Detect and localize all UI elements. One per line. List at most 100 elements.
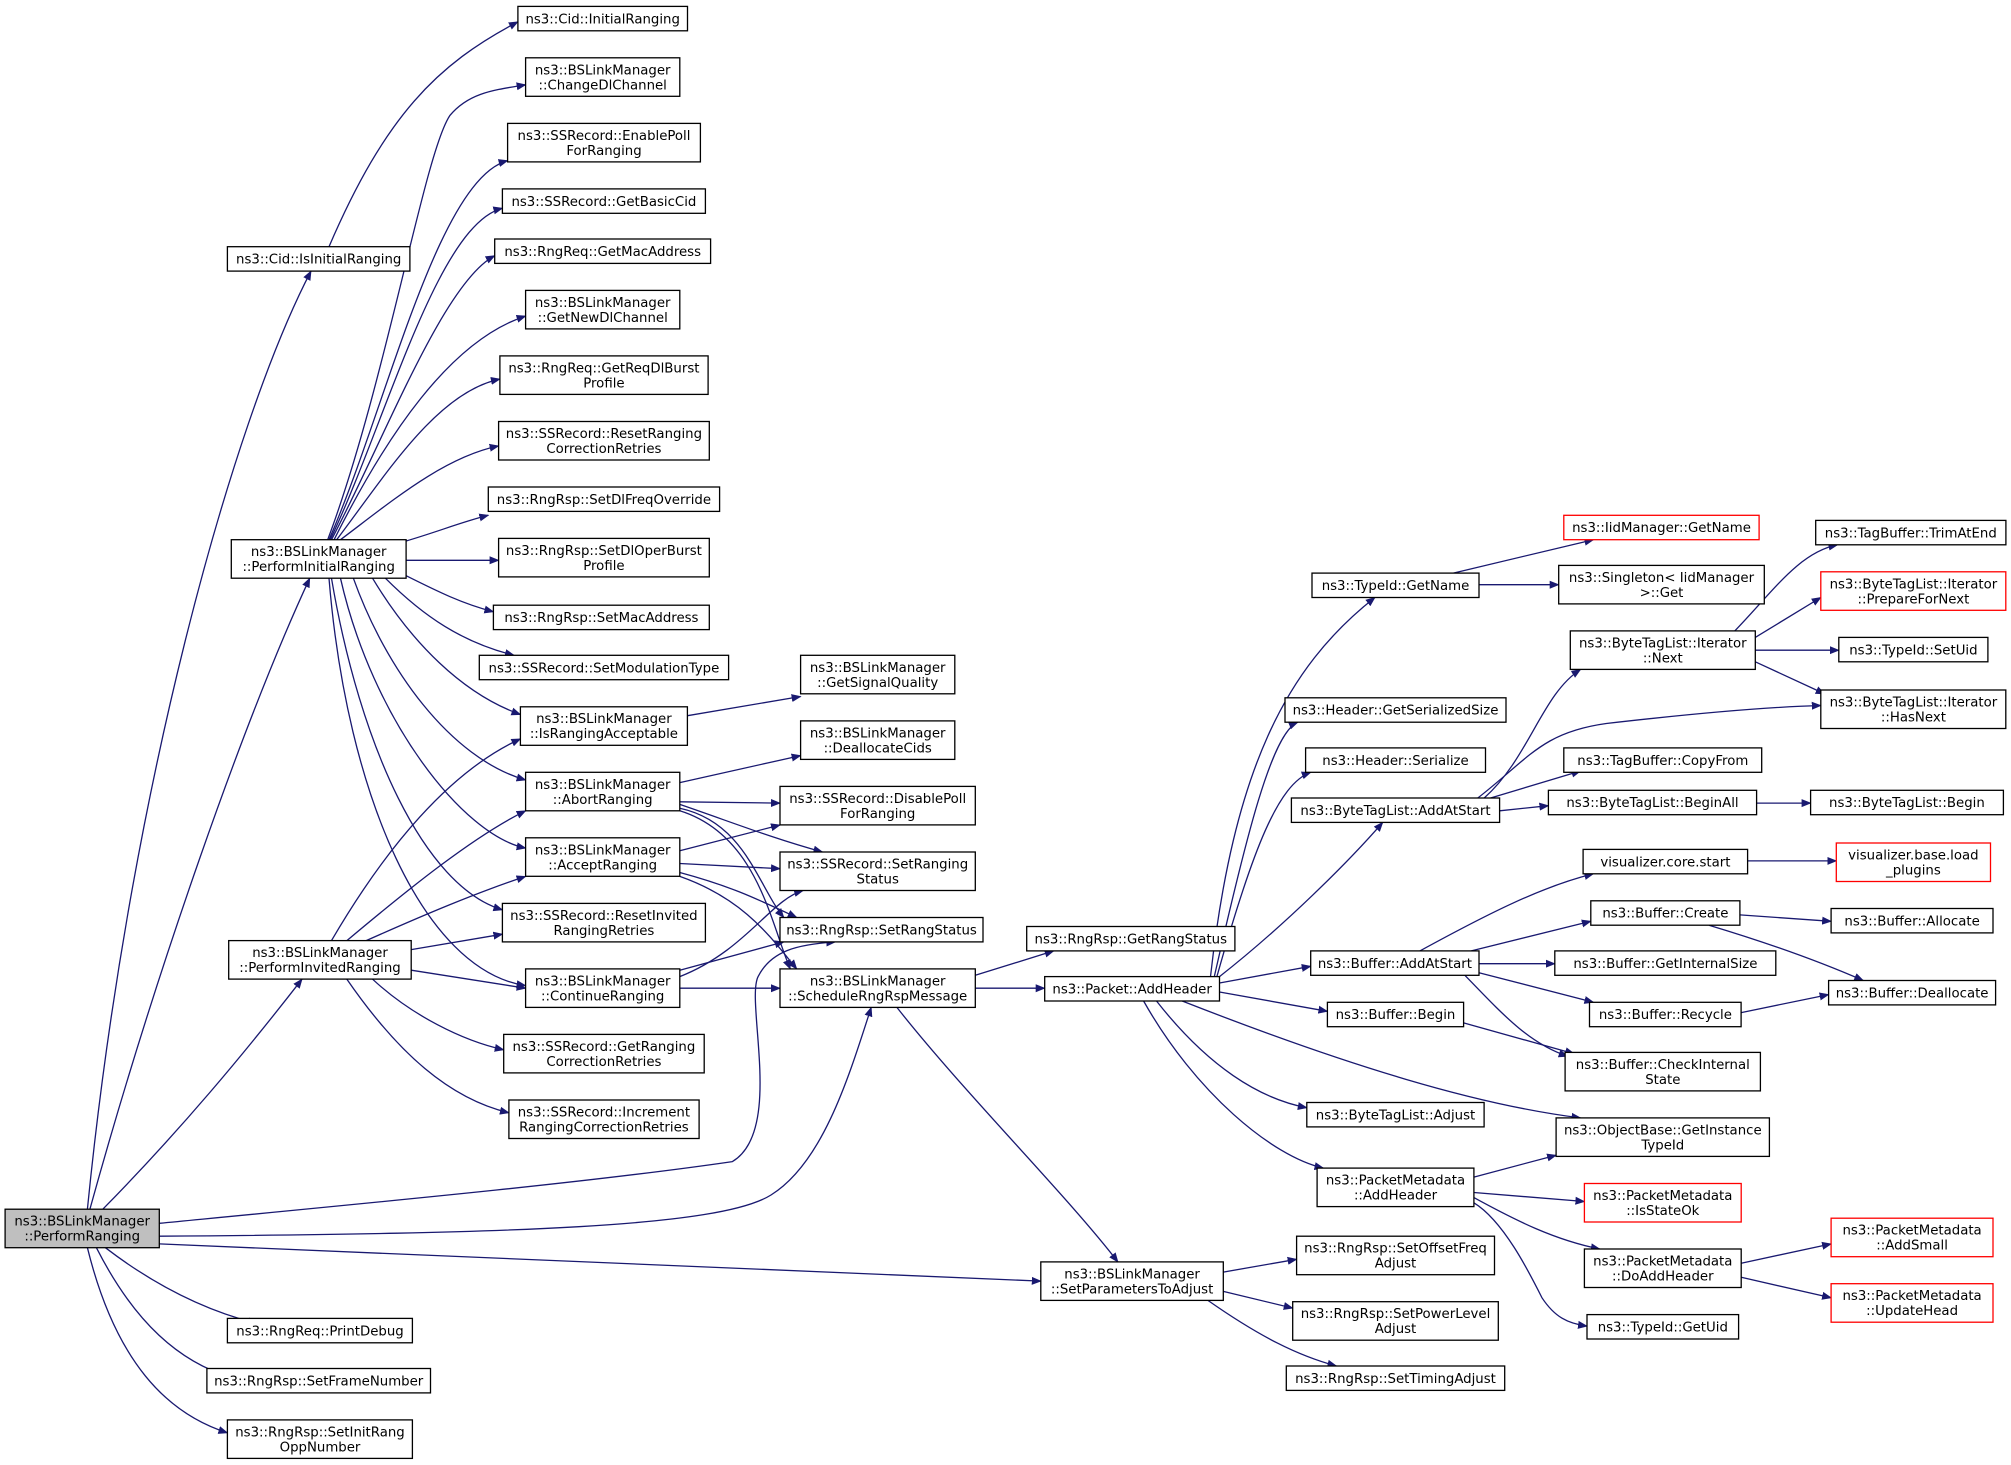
edge-line [679,803,824,854]
node-setMac[interactable]: ns3::RngRsp::SetMacAddress [492,604,710,631]
node-tbCopy[interactable]: ns3::TagBuffer::CopyFrom [1563,747,1763,773]
node-iidName[interactable]: ns3::IidManager::GetName [1563,514,1760,541]
node-box [487,486,721,513]
node-basicCid[interactable]: ns3::SSRecord::GetBasicCid [501,188,707,214]
node-btlAdd[interactable]: ns3::ByteTagList::AddAtStart [1290,797,1501,824]
node-abort[interactable]: ns3::BSLinkManager::AbortRanging [524,771,681,812]
node-btlBegin[interactable]: ns3::ByteTagList::Begin [1809,789,2005,816]
node-resetRC[interactable]: ns3::SSRecord::ResetRangingCorrectionRet… [497,420,710,461]
node-getMac[interactable]: ns3::RngReq::GetMacAddress [494,238,712,265]
node-rngStat[interactable]: ns3::RngRsp::SetRangStatus [779,916,984,943]
node-isInit[interactable]: ns3::Cid::IsInitialRanging [226,246,411,272]
node-label-line: ns3::Packet::AddHeader [1052,983,1212,998]
node-changeDl[interactable]: ns3::BSLinkManager::ChangeDlChannel [524,57,681,97]
node-addSmall[interactable]: ns3::PacketMetadata::AddSmall [1830,1217,1994,1258]
node-label-line: ::IsRangingAcceptable [530,727,678,742]
node-root[interactable]: ns3::BSLinkManager::PerformRanging [4,1208,160,1249]
node-trimEnd[interactable]: ns3::TagBuffer::TrimAtEnd [1815,519,2007,546]
node-isState[interactable]: ns3::PacketMetadata::IsStateOk [1583,1182,1742,1223]
node-label-line: ns3::RngRsp::SetFrameNumber [214,1374,424,1389]
node-bufDealloc[interactable]: ns3::Buffer::Deallocate [1827,979,1997,1006]
node-resetInv[interactable]: ns3::SSRecord::ResetInvitedRangingRetrie… [501,902,707,943]
edge-line [1209,596,1376,977]
node-box [1285,1365,1506,1392]
node-box [1815,519,2007,546]
node-dlFreq[interactable]: ns3::RngRsp::SetDlFreqOverride [487,486,721,513]
node-cidInit[interactable]: ns3::Cid::InitialRanging [517,5,689,32]
node-label-line: ns3::SSRecord::ResetRanging [506,427,702,442]
node-label-line: ns3::ObjectBase::GetInstance [1564,1123,1762,1138]
edge-line [340,443,500,541]
node-typeName[interactable]: ns3::TypeId::GetName [1311,572,1480,599]
node-sigQ[interactable]: ns3::BSLinkManager::GetSignalQuality [799,654,956,695]
node-label-line: ns3::TypeId::GetUid [1598,1321,1728,1336]
node-getUid[interactable]: ns3::TypeId::GetUid [1586,1313,1740,1340]
node-bufInt[interactable]: ns3::Buffer::GetInternalSize [1554,950,1777,976]
node-sched[interactable]: ns3::BSLinkManager::ScheduleRngRspMessag… [779,968,976,1009]
node-iterNext[interactable]: ns3::ByteTagList::Iterator::Next [1569,630,1756,671]
edge-setParams-to-timAdj [1207,1299,1338,1368]
node-setUid[interactable]: ns3::TypeId::SetUid [1838,636,1989,663]
edge-pir-to-resetRC [340,443,500,541]
node-updHead[interactable]: ns3::PacketMetadata::UpdateHead [1830,1283,1994,1323]
node-bufCreate[interactable]: ns3::Buffer::Create [1590,900,1741,926]
node-beginAll[interactable]: ns3::ByteTagList::BeginAll [1547,789,1758,816]
edge-line [679,807,785,919]
node-frameNo[interactable]: ns3::RngRsp::SetFrameNumber [206,1367,432,1394]
node-box [1547,789,1758,816]
node-hdrSize[interactable]: ns3::Header::GetSerializedSize [1284,697,1507,723]
node-newDl[interactable]: ns3::BSLinkManager::GetNewDlChannel [524,289,681,330]
node-dealloc[interactable]: ns3::BSLinkManager::DeallocateCids [799,720,956,761]
node-accept[interactable]: ns3::BSLinkManager::AcceptRanging [524,837,681,877]
node-label-line: ns3::RngRsp::SetRangStatus [786,923,977,938]
node-single[interactable]: ns3::Singleton< IidManager>::Get [1558,564,1765,605]
node-doAdd[interactable]: ns3::PacketMetadata::DoAddHeader [1583,1248,1742,1289]
node-bufBegin[interactable]: ns3::Buffer::Begin [1326,1001,1465,1028]
node-incRC[interactable]: ns3::SSRecord::IncrementRangingCorrectio… [508,1099,700,1140]
node-vizStart[interactable]: visualizer.core.start [1582,848,1749,875]
node-btlAdj[interactable]: ns3::ByteTagList::Adjust [1306,1101,1485,1128]
node-box [501,188,707,214]
node-prepNext[interactable]: ns3::ByteTagList::Iterator::PrepareForNe… [1820,571,2007,611]
node-pinv[interactable]: ns3::BSLinkManager::PerformInvitedRangin… [228,939,412,980]
edge-abort-to-dealloc [679,753,802,784]
node-label-line: >::Get [1640,586,1684,601]
node-pmAdd[interactable]: ns3::PacketMetadata::AddHeader [1316,1167,1475,1208]
node-label-line: ns3::ByteTagList::BeginAll [1566,796,1738,811]
node-bufAdd[interactable]: ns3::Buffer::AddAtStart [1310,950,1480,976]
edge-line [1155,1000,1308,1110]
node-vizLoad[interactable]: visualizer.base.load_plugins [1835,842,1992,883]
node-box [779,851,976,892]
node-timAdj[interactable]: ns3::RngRsp::SetTimingAdjust [1285,1365,1506,1392]
node-bufAlloc[interactable]: ns3::Buffer::Allocate [1830,907,1994,934]
node-label-line: ns3::SSRecord::SetRanging [787,857,968,872]
node-label-line: ns3::SSRecord::SetModulationType [489,661,720,676]
node-modType[interactable]: ns3::SSRecord::SetModulationType [478,654,730,681]
node-setParams[interactable]: ns3::BSLinkManager::SetParametersToAdjus… [1040,1261,1224,1302]
node-pir[interactable]: ns3::BSLinkManager::PerformInitialRangin… [230,539,407,579]
node-addHdr[interactable]: ns3::Packet::AddHeader [1044,975,1221,1002]
edge-pmAdd-to-getUid [1473,1202,1588,1329]
edge-line [1483,668,1582,799]
node-cont[interactable]: ns3::BSLinkManager::ContinueRanging [524,968,681,1009]
node-getRC[interactable]: ns3::SSRecord::GetRangingCorrectionRetri… [503,1033,705,1074]
node-printDbg[interactable]: ns3::RngReq::PrintDebug [226,1317,414,1344]
edge-line [328,21,519,247]
node-hasNext[interactable]: ns3::ByteTagList::Iterator::HasNext [1820,689,2007,730]
node-bufRec[interactable]: ns3::Buffer::Recycle [1588,1001,1742,1028]
node-hdrSer[interactable]: ns3::Header::Serialize [1304,747,1487,773]
node-getRng[interactable]: ns3::RngRsp::GetRangStatus [1026,925,1236,952]
node-box [1026,925,1236,952]
node-isAcc[interactable]: ns3::BSLinkManager::IsRangingAcceptable [519,706,689,746]
edge-addHdr-to-btlAdd [1219,821,1384,978]
